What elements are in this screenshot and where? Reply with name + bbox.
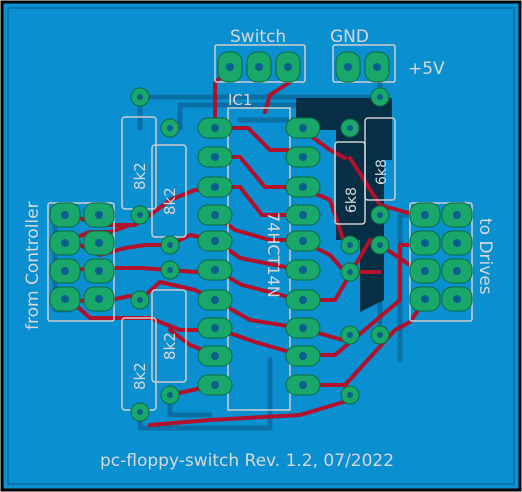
resistor-label-r1: 8k2 (131, 162, 149, 190)
gnd-label: GND (330, 27, 369, 47)
from-controller-label: from Controller (23, 201, 43, 330)
vcc-label: +5V (408, 59, 445, 79)
resistor-label-r2: 8k2 (161, 187, 179, 215)
resistor-label-r4: 8k2 (161, 332, 179, 360)
chip-label: 74HCT14N (264, 212, 283, 298)
to-drives-label: to Drives (475, 218, 495, 295)
board-inner-outline (7, 7, 515, 485)
resistor-label-r6: 6k8 (374, 159, 390, 185)
switch-label: Switch (230, 27, 286, 47)
resistor-label-r3: 8k2 (131, 362, 149, 390)
resistor-label-r5: 6k8 (344, 187, 360, 213)
footer-label: pc-floppy-switch Rev. 1.2, 07/2022 (100, 451, 394, 471)
bottom-copper-fill (296, 98, 392, 312)
ic-label: IC1 (228, 91, 252, 109)
drill-holes (61, 63, 461, 415)
